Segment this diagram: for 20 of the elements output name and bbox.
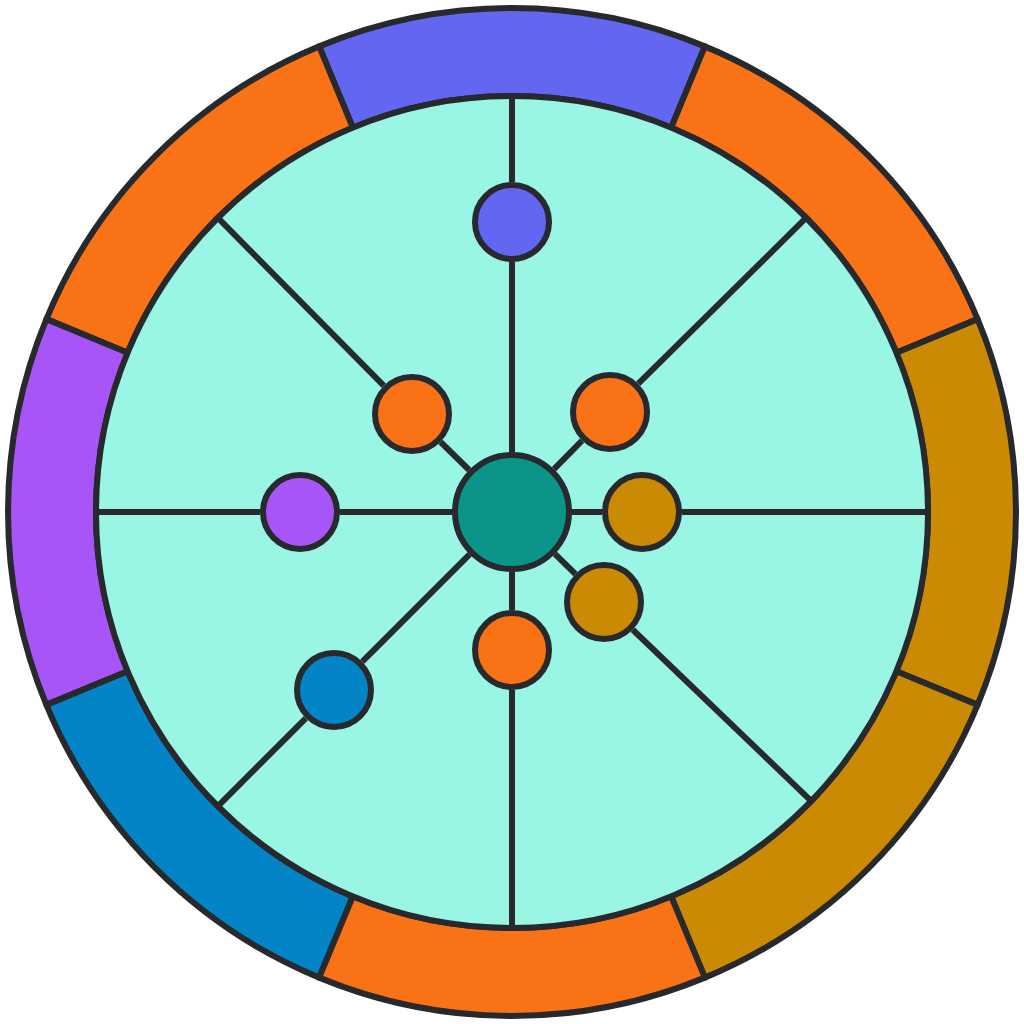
spoke-line (509, 690, 515, 931)
spoke-line (551, 438, 585, 472)
spoke-line (509, 93, 515, 182)
spoke-line (213, 716, 308, 811)
spoke-line (438, 439, 472, 473)
ring-segment (5, 316, 131, 708)
spoke-line (93, 509, 260, 515)
spoke-line (572, 509, 602, 515)
spoke-line (636, 213, 811, 386)
ring-segment (893, 316, 1019, 708)
spoke-line (552, 551, 578, 577)
spoke-line (630, 627, 816, 806)
spoke-line (340, 509, 452, 515)
radar-disc (93, 93, 932, 931)
ring-segment (316, 893, 708, 1019)
spoke-line (213, 213, 386, 388)
spoke-line (509, 572, 515, 610)
spoke-line (360, 552, 472, 664)
center-hub (452, 452, 572, 572)
spoke-line (509, 262, 515, 452)
